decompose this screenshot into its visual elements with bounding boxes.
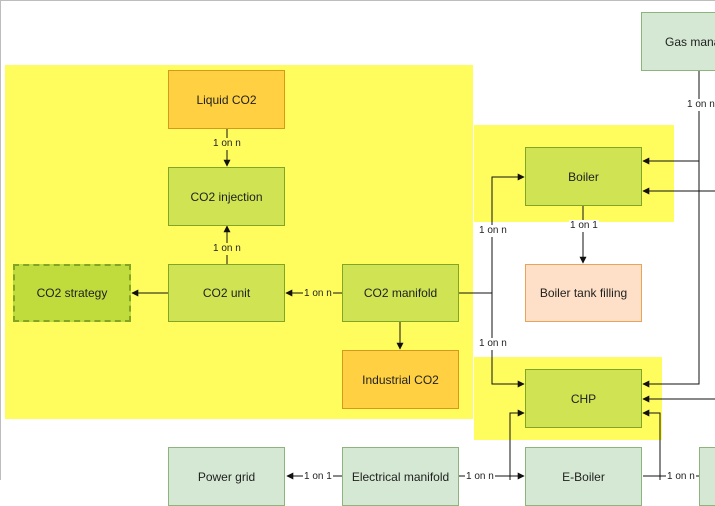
edge-manifold-to-chp [491, 293, 525, 388]
node-co2-strategy[interactable]: CO2 strategy [13, 264, 131, 322]
node-e-boiler[interactable]: E-Boiler [525, 447, 642, 506]
edge-label-eboiler-right: 1 on n [666, 471, 696, 483]
node-chp-label: CHP [570, 391, 597, 406]
node-electrical-manifold[interactable]: Electrical manifold [342, 447, 459, 506]
node-co2-manifold-label: CO2 manifold [363, 286, 438, 300]
edge-label-unit-to-injection: 1 on n [212, 243, 242, 255]
edge-label-manifold-to-chp: 1 on n [478, 338, 508, 350]
edge-to-chp-bottom [509, 409, 525, 480]
node-right-partial[interactable] [699, 447, 715, 506]
node-boiler[interactable]: Boiler [525, 147, 642, 206]
node-e-boiler-label: E-Boiler [562, 470, 605, 484]
node-power-grid-label: Power grid [197, 470, 256, 484]
node-electrical-manifold-label: Electrical manifold [351, 470, 450, 484]
edge-gas-manager-down [642, 71, 700, 388]
node-liquid-co2[interactable]: Liquid CO2 [168, 70, 285, 129]
edge-label-manifold-to-unit: 1 on n [303, 288, 333, 300]
edge-label-liquid-to-injection: 1 on n [212, 138, 242, 150]
edge-label-manifold-to-boiler: 1 on n [478, 225, 508, 237]
node-gas-manager-label: Gas mana [665, 34, 715, 49]
node-co2-unit-label: CO2 unit [202, 286, 251, 300]
node-boiler-tank-filling-label: Boiler tank filling [539, 286, 628, 300]
node-co2-injection[interactable]: CO2 injection [168, 167, 285, 226]
edge-label-electrical-to-eboiler: 1 on n [465, 471, 495, 483]
node-co2-unit[interactable]: CO2 unit [168, 264, 285, 322]
edge-label-boiler-to-tank: 1 on 1 [569, 220, 599, 232]
node-gas-manager[interactable]: Gas mana [641, 12, 715, 71]
node-chp[interactable]: CHP [525, 369, 642, 428]
node-industrial-co2[interactable]: Industrial CO2 [342, 350, 459, 409]
node-boiler-label: Boiler [568, 169, 599, 184]
node-industrial-co2-label: Industrial CO2 [362, 372, 439, 387]
node-boiler-tank-filling[interactable]: Boiler tank filling [525, 264, 642, 322]
node-co2-strategy-label: CO2 strategy [36, 286, 108, 300]
node-co2-injection-label: CO2 injection [190, 189, 263, 204]
edge-label-electrical-to-grid: 1 on 1 [303, 471, 333, 483]
edge-label-gas-manager: 1 on n [686, 99, 715, 111]
node-power-grid[interactable]: Power grid [168, 447, 285, 506]
node-liquid-co2-label: Liquid CO2 [196, 92, 257, 107]
edge-right-up [642, 409, 661, 480]
node-co2-manifold[interactable]: CO2 manifold [342, 264, 459, 322]
